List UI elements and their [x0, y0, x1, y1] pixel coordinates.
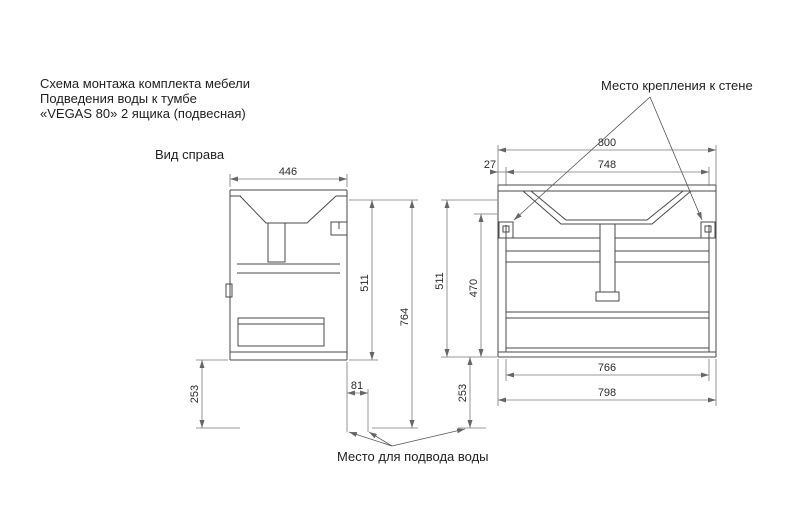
wall-mount-leader-right [649, 96, 703, 221]
dim-ext-side-body-height [349, 199, 418, 361]
dim-front-inner-width: 766 [598, 362, 616, 374]
side-drain-pipe [267, 222, 286, 263]
dim-front-basin-width: 748 [598, 159, 616, 171]
front-view-dimensions: 800 27 748 511 470 253 766 798 [434, 137, 717, 429]
front-inner-walls [505, 225, 710, 352]
dim-front-floor-offset: 253 [457, 384, 469, 402]
dim-front-mount-height: 470 [468, 279, 480, 297]
water-supply-leader [348, 428, 466, 447]
water-leader-1 [348, 431, 393, 447]
front-left-bracket-slot [502, 225, 510, 233]
title-line-2: Подведения воды к тумбе [40, 91, 197, 106]
dim-ext-side-water-offset [346, 362, 369, 432]
wall-mount-leader-left [513, 96, 651, 221]
front-right-bracket [700, 221, 716, 239]
side-handle-tab [225, 283, 233, 298]
wall-mount-leader [513, 96, 703, 221]
water-leader-2 [368, 431, 393, 447]
dim-side-body-height: 511 [359, 274, 371, 292]
dim-front-body-height: 511 [434, 272, 446, 290]
dim-front-total-width: 800 [598, 137, 616, 149]
side-view-label: Вид справа [155, 147, 225, 162]
front-left-bracket [498, 221, 514, 239]
side-lower-drawer [237, 317, 325, 347]
water-leader-3 [391, 428, 466, 447]
front-drain-trap [595, 291, 620, 302]
front-view-drawing [497, 184, 717, 358]
dim-side-floor-offset: 253 [189, 385, 201, 403]
front-right-bracket-slot [704, 225, 712, 233]
dim-side-water-offset: 81 [351, 380, 363, 392]
water-supply-label: Место для подвода воды [337, 449, 489, 464]
dim-front-edge-offset: 27 [484, 159, 496, 171]
dim-front-body-width: 798 [598, 387, 616, 399]
title-line-3: «VEGAS 80» 2 ящика (подвесная) [40, 106, 246, 121]
dim-side-total-height: 764 [399, 308, 411, 326]
title-line-1: Схема монтажа комплекта мебели [40, 76, 250, 91]
side-view-dimensions: 446 511 764 253 81 [189, 166, 418, 432]
side-sink-basin [239, 195, 337, 224]
side-view-drawing [225, 189, 348, 361]
wall-mount-label: Место крепления к стене [601, 78, 753, 93]
front-sink-basin-inner [530, 190, 684, 221]
dim-side-width: 446 [279, 166, 297, 178]
title-block: Схема монтажа комплекта мебели Подведени… [40, 76, 250, 121]
